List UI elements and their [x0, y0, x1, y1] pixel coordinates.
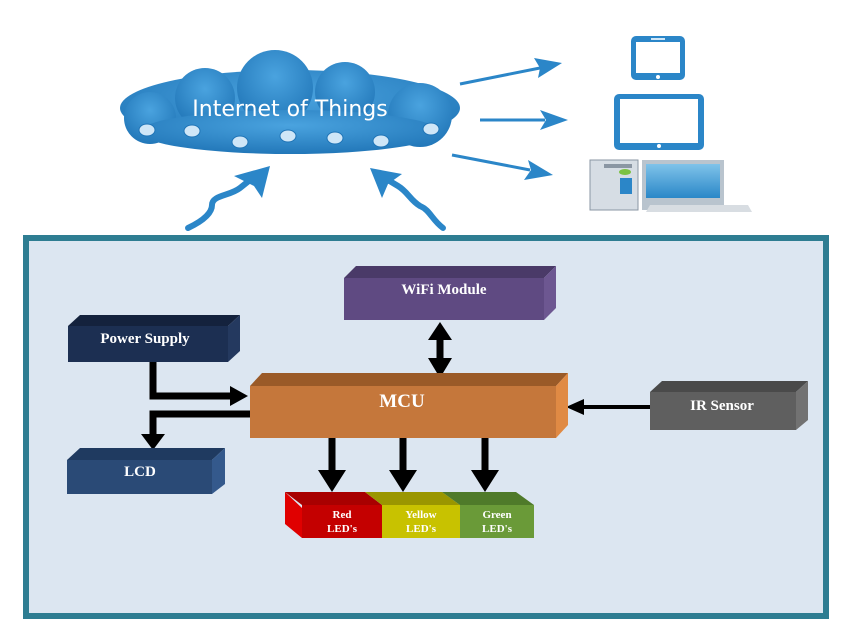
green-led-label-line2: LED's	[482, 523, 513, 535]
power-supply-block: Power Supply	[68, 315, 240, 362]
yellow-led-label-line2: LED's	[406, 523, 437, 535]
desktop-computer-icon	[589, 159, 752, 212]
arrow-power-to-mcu	[149, 362, 232, 400]
arrow-to-tablet	[480, 110, 568, 130]
connector-arrows	[149, 336, 650, 472]
speaker-icon	[372, 134, 390, 148]
uplink-arrow-left	[185, 177, 253, 231]
lcd-label: LCD	[124, 464, 156, 480]
heart-icon	[183, 124, 201, 138]
ir-sensor-block: IR Sensor	[650, 381, 808, 430]
cloud-icons	[138, 122, 440, 149]
ir-sensor-label: IR Sensor	[690, 398, 754, 414]
wifi-module-block: WiFi Module	[344, 266, 556, 320]
car-icon	[326, 131, 344, 145]
red-led-block: Red LED's	[285, 492, 382, 538]
red-led-label-line1: Red	[333, 509, 352, 521]
yellow-led-block: Yellow LED's	[365, 492, 460, 538]
green-led-block: Green LED's	[442, 492, 534, 538]
arrow-to-smartphone	[459, 58, 562, 86]
smartphone-icon	[631, 36, 685, 80]
cloud-title: Internet of Things	[192, 97, 387, 122]
iot-cloud: Internet of Things	[120, 50, 460, 154]
green-led-label-line1: Green	[482, 509, 511, 521]
uplink-arrow-right	[385, 177, 446, 231]
cloud-to-device-arrows	[451, 58, 568, 180]
mcu-label: MCU	[379, 391, 425, 412]
arrow-to-desktop	[451, 153, 553, 180]
lcd-block: LCD	[67, 448, 225, 494]
led-blocks: Red LED's Yellow LED's Green LED's	[285, 492, 534, 538]
red-led-label-line2: LED's	[327, 523, 358, 535]
mcu-block: MCU	[250, 373, 568, 438]
arrow-mcu-to-lcd	[149, 410, 250, 438]
cloud-icon	[422, 122, 440, 136]
yellow-led-label-line1: Yellow	[405, 509, 436, 521]
link-icon	[279, 129, 297, 143]
tablet-icon	[614, 94, 704, 150]
power-supply-label: Power Supply	[100, 331, 190, 347]
uplink-arrows	[185, 166, 446, 231]
wifi-module-label: WiFi Module	[401, 282, 486, 298]
arrowheads	[141, 322, 584, 492]
gear-icon	[138, 123, 156, 137]
home-icon	[231, 135, 249, 149]
